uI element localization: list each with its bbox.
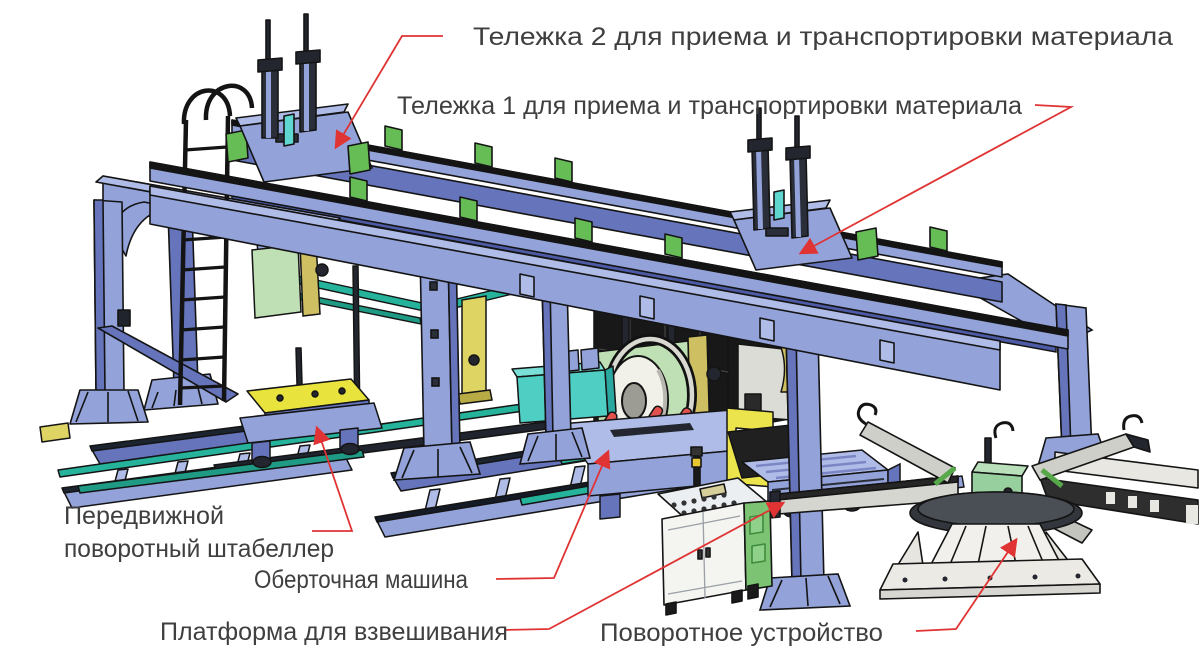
label-wrapper: Оберточная машина	[254, 566, 468, 594]
middle-column	[392, 248, 482, 481]
leader-lines	[312, 35, 1075, 632]
leader-trolley-2	[334, 35, 443, 150]
label-stacker-line2: поворотный штабеллер	[64, 535, 334, 563]
wrapping-machine	[511, 295, 813, 520]
label-trolley-2: Тележка 2 для приема и транспортировки м…	[473, 23, 1173, 51]
label-stacker-line1: Передвижной	[64, 502, 224, 530]
leader-trolley-1	[798, 104, 1075, 255]
label-trolley-1: Тележка 1 для приема и транспортировки м…	[397, 92, 1022, 120]
turntable	[769, 402, 1199, 600]
hanging-yellow-panel	[457, 295, 493, 405]
trolley-1	[729, 107, 879, 271]
leader-stacker	[312, 425, 354, 532]
label-weighing: Платформа для взвешивания	[160, 618, 508, 646]
labels: Тележка 2 для приема и транспортировки м…	[64, 23, 1173, 647]
leader-weighing	[503, 501, 786, 631]
label-turntable: Поворотное устройство	[600, 619, 883, 647]
stacker	[239, 265, 383, 469]
leader-wrapper	[495, 449, 611, 580]
control-cabinet	[657, 446, 773, 616]
leader-turntable	[915, 537, 1018, 632]
